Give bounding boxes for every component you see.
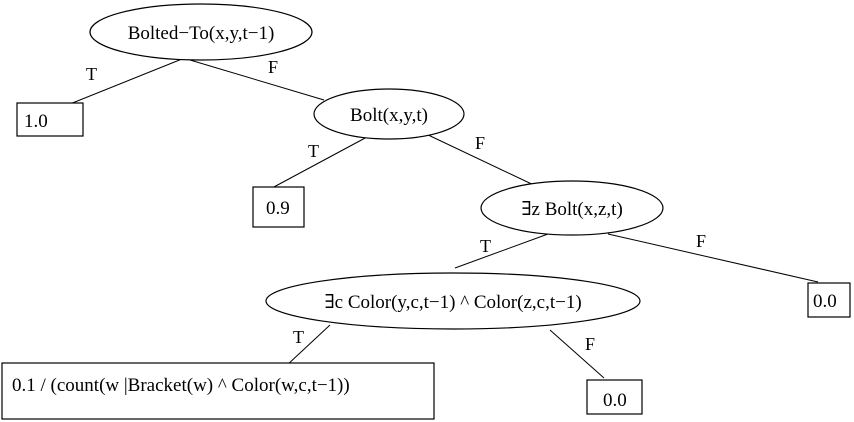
edge-label-bolted-to-true: T (86, 64, 97, 84)
leaf-node-box (1, 362, 435, 420)
node-exists-c-color: ∃c Color(y,c,t−1) ^ Color(z,c,t−1) (265, 272, 641, 330)
leaf-node-label: 0.0 (813, 291, 837, 312)
edge-label-bolt-false: F (475, 133, 485, 153)
node-leaf-0-9: 0.9 (252, 186, 305, 228)
test-node-label: Bolted−To(x,y,t−1) (128, 23, 275, 44)
leaf-node-label: 0.0 (603, 390, 627, 411)
edge-bolt-true (271, 136, 368, 189)
leaf-node-label: 1.0 (24, 111, 48, 132)
edge-label-exists-c-false: F (585, 334, 595, 354)
test-node-ellipse (265, 272, 641, 330)
leaf-node-label: 0.1 / (count(w |Bracket(w) ^ Color(w,c,t… (12, 375, 350, 396)
node-leaf-formula: 0.1 / (count(w |Bracket(w) ^ Color(w,c,t… (1, 362, 435, 420)
edge-exists-c-true (285, 324, 331, 367)
test-node-ellipse (89, 3, 313, 61)
test-node-label: ∃z Bolt(x,z,t) (521, 199, 623, 220)
edge-label-bolt-true: T (308, 141, 319, 161)
leaf-node-box (252, 186, 305, 228)
node-leaf-0-0-bottom: 0.0 (586, 379, 643, 415)
edge-label-bolted-to-false: F (268, 57, 278, 77)
node-bolt-xyt: Bolt(x,y,t) (313, 88, 465, 140)
test-node-label: Bolt(x,y,t) (350, 105, 428, 126)
edge-label-exists-z-true: T (480, 236, 491, 256)
edge-exists-c-false (549, 329, 605, 379)
node-leaf-0-0-right: 0.0 (807, 282, 851, 318)
edge-bolted-to-false (189, 59, 325, 101)
leaf-node-label: 0.9 (266, 198, 290, 219)
test-node-label: ∃c Color(y,c,t−1) ^ Color(z,c,t−1) (324, 292, 581, 313)
leaf-node-box (807, 282, 851, 318)
leaf-node-box (16, 102, 84, 137)
edge-label-exists-c-true: T (293, 327, 304, 347)
node-bolted-to: Bolted−To(x,y,t−1) (89, 3, 313, 61)
edge-exists-z-true (454, 233, 549, 269)
edge-exists-z-false (607, 233, 819, 283)
node-exists-z-bolt: ∃z Bolt(x,z,t) (480, 180, 664, 236)
node-leaf-1-0: 1.0 (16, 102, 84, 137)
test-node-ellipse (313, 88, 465, 140)
edge-label-exists-z-false: F (696, 231, 706, 251)
test-node-ellipse (480, 180, 664, 236)
leaf-node-box (586, 379, 643, 415)
edge-labels: T F T F T F T F (86, 57, 706, 354)
edge-bolt-false (423, 132, 539, 188)
